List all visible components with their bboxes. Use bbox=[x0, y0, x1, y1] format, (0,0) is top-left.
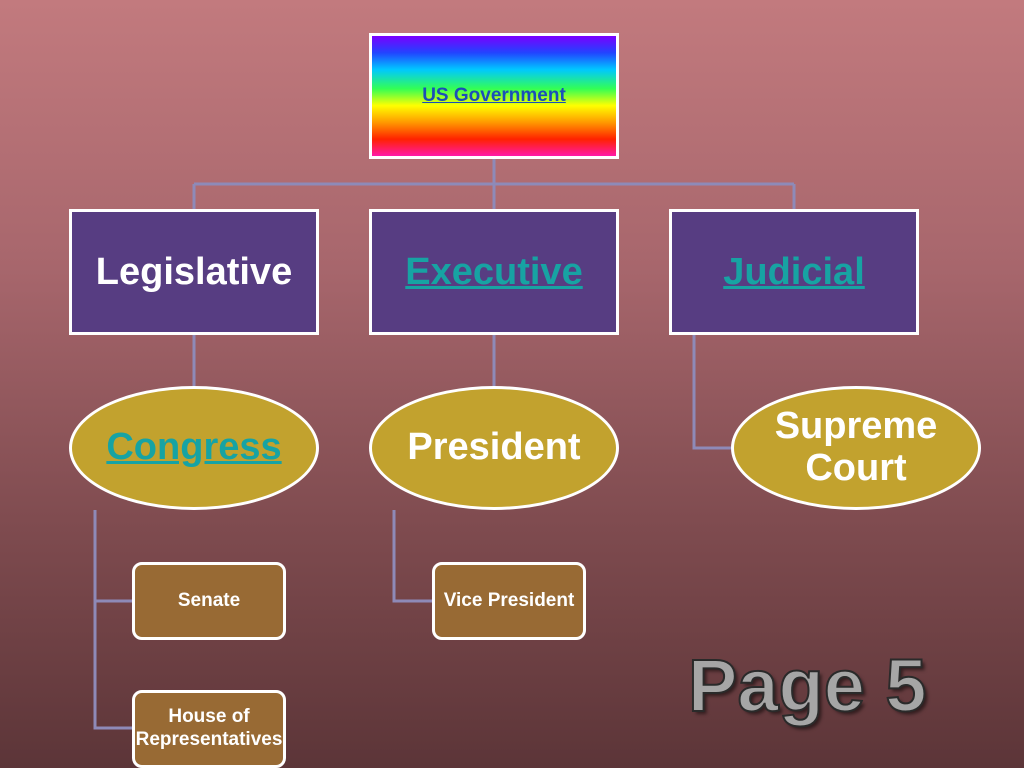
president-label: President bbox=[407, 426, 581, 469]
executive-link[interactable]: Executive bbox=[405, 250, 583, 293]
president-oval: President bbox=[369, 386, 619, 510]
connector-top-to-branches bbox=[192, 159, 796, 209]
vice-president-box: Vice President bbox=[432, 562, 586, 640]
house-label-line2: Representatives bbox=[135, 729, 283, 750]
supreme-court-label-line2: Court bbox=[805, 447, 907, 489]
connector-president-vice bbox=[392, 510, 432, 603]
executive-box[interactable]: Executive bbox=[369, 209, 619, 335]
congress-link[interactable]: Congress bbox=[106, 426, 282, 469]
connector-congress-members bbox=[93, 510, 132, 730]
legislative-label: Legislative bbox=[95, 250, 293, 293]
page-number-label: Page 5 bbox=[687, 643, 928, 728]
legislative-box: Legislative bbox=[69, 209, 319, 335]
judicial-link[interactable]: Judicial bbox=[723, 250, 865, 293]
supreme-court-oval: Supreme Court bbox=[731, 386, 981, 510]
judicial-box[interactable]: Judicial bbox=[669, 209, 919, 335]
house-label-line1: House of bbox=[168, 706, 250, 728]
connector-judicial-supreme-court bbox=[692, 335, 731, 450]
house-of-representatives-box: House of Representatives bbox=[132, 690, 286, 768]
congress-oval[interactable]: Congress bbox=[69, 386, 319, 510]
vice-president-label: Vice President bbox=[443, 589, 575, 611]
us-government-box[interactable]: US Government bbox=[369, 33, 619, 159]
senate-label: Senate bbox=[177, 589, 241, 611]
senate-box: Senate bbox=[132, 562, 286, 640]
supreme-court-label-line1: Supreme bbox=[774, 405, 938, 448]
us-government-link[interactable]: US Government bbox=[422, 85, 566, 106]
